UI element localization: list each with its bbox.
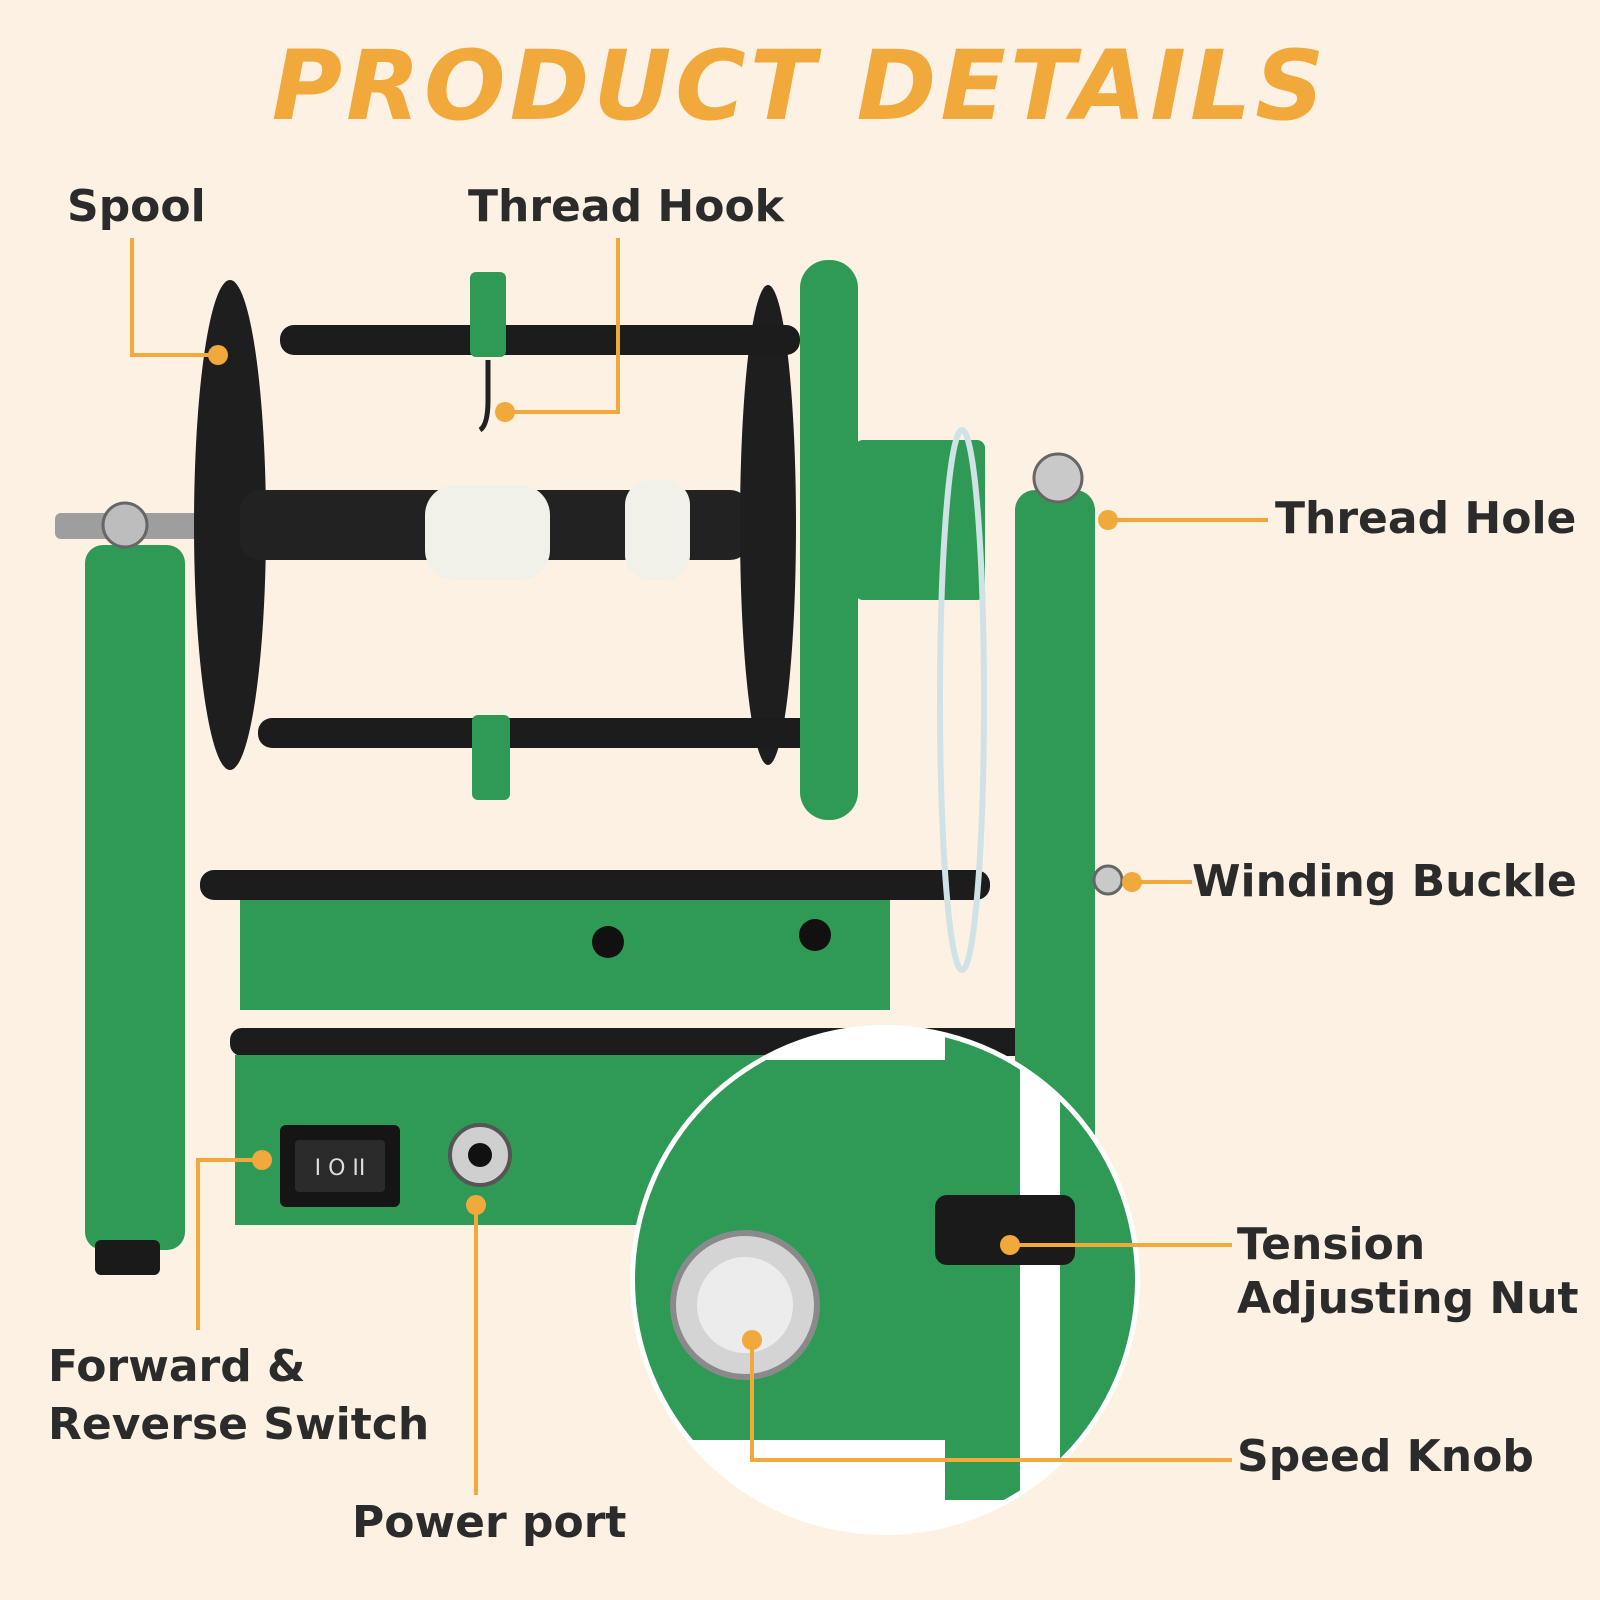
right-side-plate bbox=[1015, 490, 1095, 1250]
left-foot bbox=[95, 1240, 160, 1275]
label-winding-buckle: Winding Buckle bbox=[1192, 856, 1577, 907]
thread-hook-clip-top bbox=[470, 272, 506, 357]
clear-guide-wheel bbox=[937, 427, 987, 973]
base-box-top bbox=[240, 900, 890, 1010]
speed-knob-cap bbox=[697, 1257, 793, 1353]
base-rod-upper bbox=[200, 870, 990, 900]
label-tension-adjusting-nut-line1: Tension bbox=[1237, 1219, 1426, 1270]
spool-flange-left bbox=[194, 280, 266, 770]
label-tension-adjusting-nut-line2: Adjusting Nut bbox=[1237, 1273, 1579, 1324]
page-title: PRODUCT DETAILS bbox=[271, 30, 1329, 142]
right-spool-arm bbox=[800, 260, 858, 820]
label-spool: Spool bbox=[67, 181, 206, 232]
thread-hook-clip-bottom bbox=[472, 715, 510, 800]
tension-nut bbox=[935, 1195, 1075, 1265]
label-thread-hole: Thread Hole bbox=[1275, 493, 1577, 544]
label-speed-knob: Speed Knob bbox=[1237, 1431, 1534, 1482]
guide-bracket bbox=[855, 440, 985, 600]
label-switch-line2: Reverse Switch bbox=[48, 1399, 430, 1450]
rocker-switch-face bbox=[295, 1140, 385, 1192]
top-rod bbox=[280, 325, 800, 355]
spool-flange-right bbox=[740, 285, 796, 765]
lower-rod bbox=[258, 718, 818, 748]
label-thread-hook: Thread Hook bbox=[468, 181, 784, 232]
label-power-port: Power port bbox=[352, 1497, 627, 1548]
screw-hole-2 bbox=[799, 919, 831, 951]
yarn-wrap-1 bbox=[425, 485, 550, 580]
yarn-wrap-2 bbox=[625, 480, 690, 580]
thread-hook-wire bbox=[478, 360, 491, 433]
winding-buckle-part bbox=[1092, 864, 1124, 896]
leader-lines bbox=[130, 238, 1268, 1495]
left-side-plate bbox=[85, 545, 185, 1250]
switch-marking: I O II bbox=[315, 1156, 366, 1181]
bearing-right bbox=[1032, 452, 1084, 504]
screw-hole-1 bbox=[592, 926, 624, 958]
power-port-hole bbox=[468, 1143, 492, 1167]
bearing-left bbox=[101, 501, 149, 549]
label-switch-line1: Forward & bbox=[48, 1341, 306, 1392]
leader-dots bbox=[208, 345, 1142, 1350]
